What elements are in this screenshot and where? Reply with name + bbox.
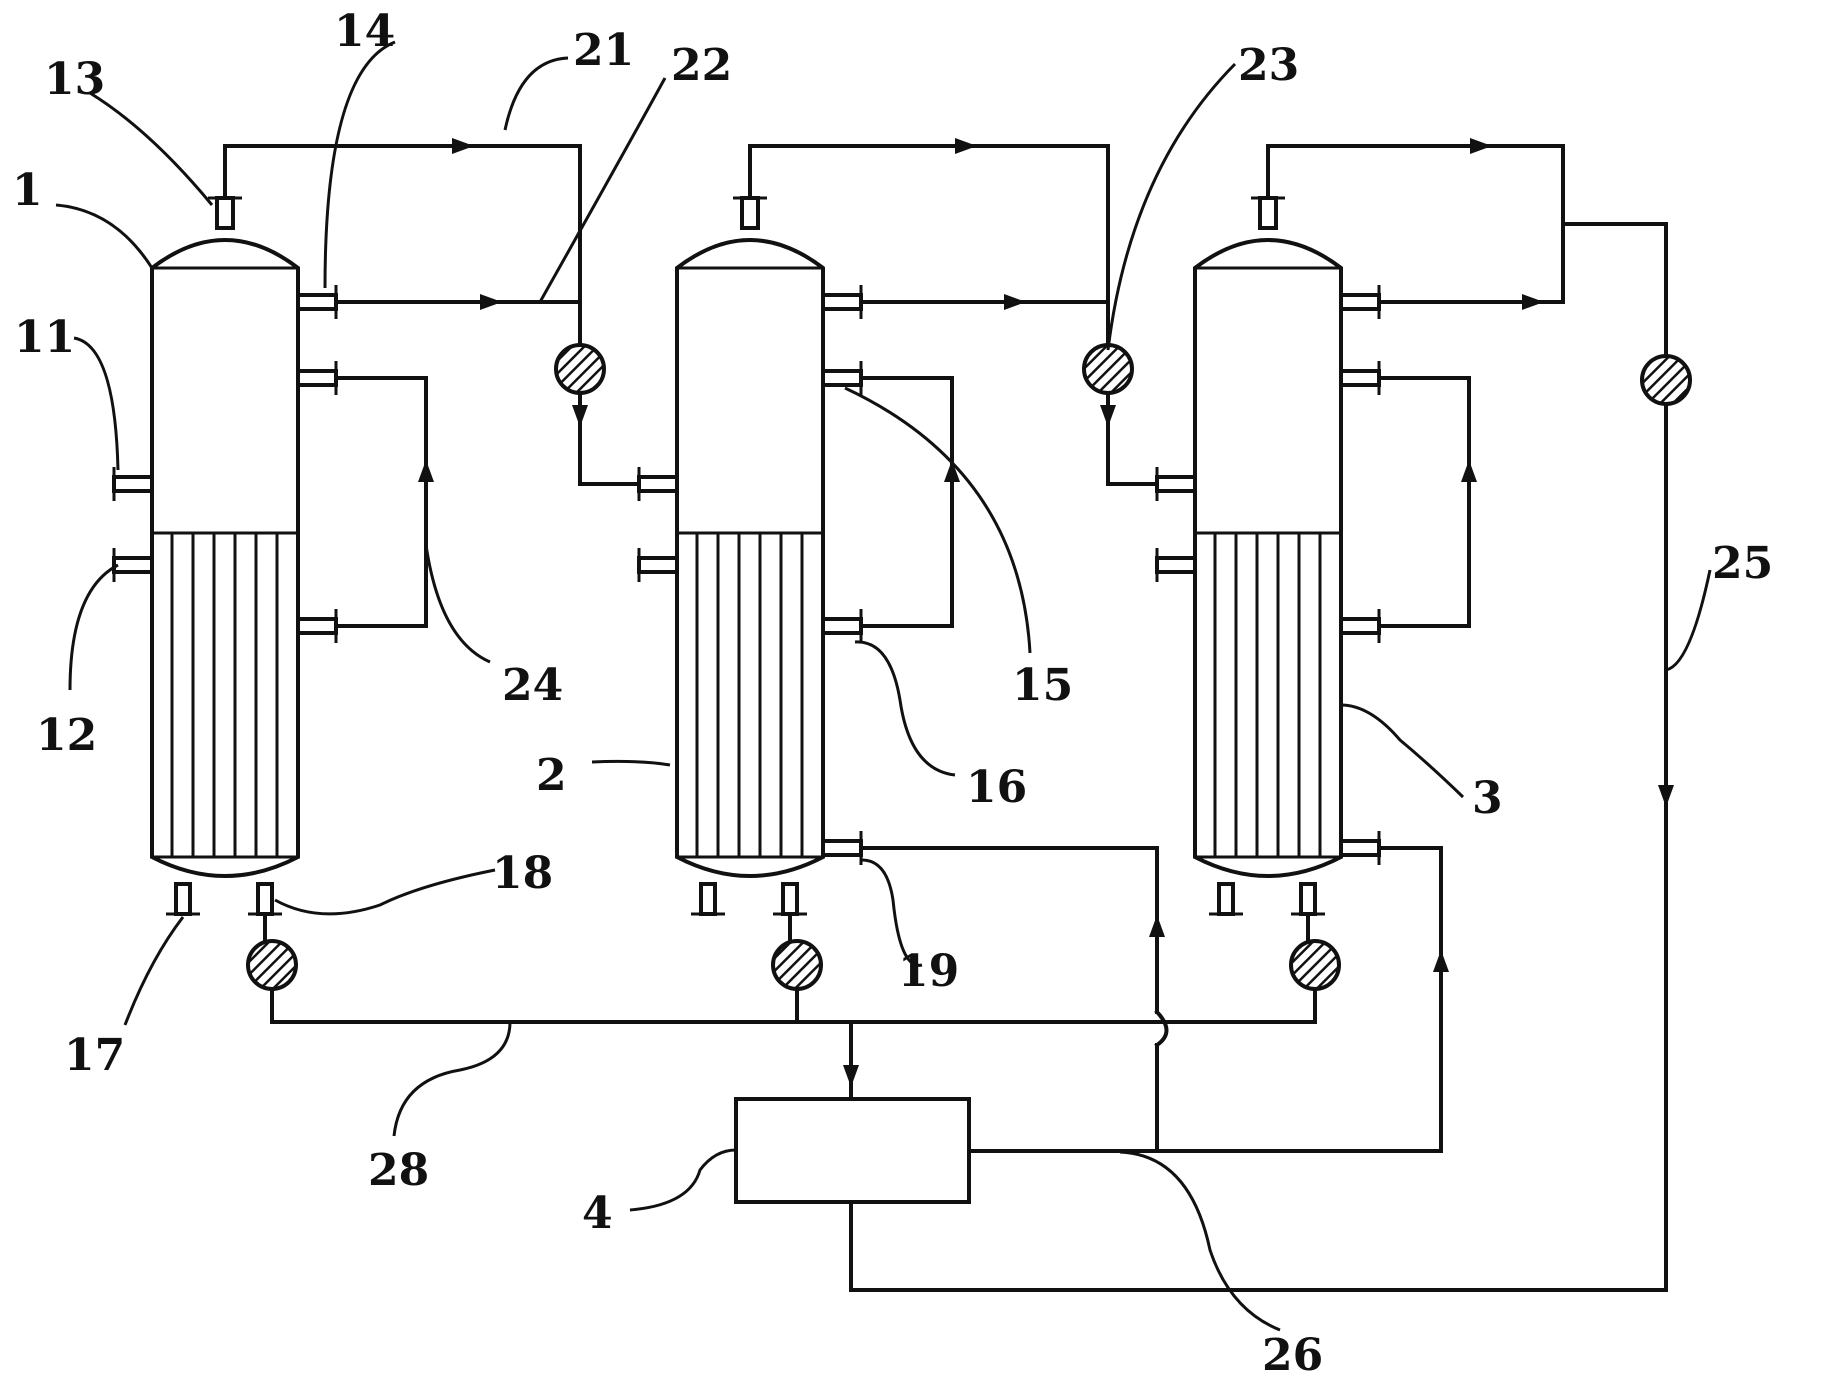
- label-3: 3: [1472, 773, 1503, 824]
- arrow-right-icon: [480, 294, 502, 310]
- pump-icon: [246, 939, 298, 991]
- label-16: 16: [966, 762, 1027, 813]
- pump-icon: [1289, 939, 1341, 991]
- flow-arrows: [418, 138, 1674, 1087]
- tank-4: [734, 1097, 971, 1204]
- label-18: 18: [492, 848, 553, 899]
- vessel-2: [637, 196, 863, 916]
- piping: [223, 144, 1668, 1292]
- arrow-up-icon: [1149, 915, 1165, 937]
- arrow-up-icon: [1433, 950, 1449, 972]
- label-11: 11: [14, 312, 75, 363]
- arrow-right-icon: [955, 138, 977, 154]
- arrow-right-icon: [1470, 138, 1492, 154]
- arrow-right-icon: [1522, 294, 1544, 310]
- arrow-right-icon: [452, 138, 474, 154]
- label-21: 21: [573, 25, 634, 76]
- leader-lines: [55, 40, 1712, 1332]
- arrow-down-icon: [843, 1065, 859, 1087]
- arrow-up-icon: [944, 460, 960, 482]
- label-26: 26: [1262, 1330, 1323, 1379]
- arrow-down-icon: [572, 405, 588, 427]
- label-25: 25: [1712, 538, 1773, 589]
- label-2: 2: [536, 750, 567, 801]
- label-13: 13: [44, 54, 105, 105]
- label-1: 1: [12, 165, 43, 216]
- pump-icon: [554, 343, 606, 395]
- pump-icon: [771, 939, 823, 991]
- arrow-down-icon: [1100, 405, 1116, 427]
- tube-bundle-2: [695, 533, 804, 857]
- tube-bundle-1: [170, 533, 279, 857]
- label-19: 19: [898, 946, 959, 997]
- tube-bundle-3: [1213, 533, 1322, 857]
- label-15: 15: [1012, 660, 1073, 711]
- arrow-right-icon: [1004, 294, 1026, 310]
- vessel-3: [1155, 196, 1381, 916]
- label-22: 22: [671, 40, 732, 91]
- label-4: 4: [582, 1188, 613, 1239]
- pump-icon: [1082, 343, 1134, 395]
- arrow-up-icon: [418, 460, 434, 482]
- arrow-up-icon: [1461, 460, 1477, 482]
- label-28: 28: [368, 1145, 429, 1196]
- pump-icon: [1640, 354, 1692, 406]
- number-labels: 1 13 14 21 22 23 11 12 24 15 16 2 3 25 1…: [12, 6, 1773, 1379]
- label-23: 23: [1238, 40, 1299, 91]
- pumps: [246, 343, 1692, 991]
- vessel-1: [112, 196, 338, 916]
- label-17: 17: [64, 1030, 125, 1081]
- arrow-down-icon: [1658, 785, 1674, 807]
- label-14: 14: [334, 6, 395, 57]
- label-24: 24: [502, 660, 563, 711]
- label-12: 12: [36, 710, 97, 761]
